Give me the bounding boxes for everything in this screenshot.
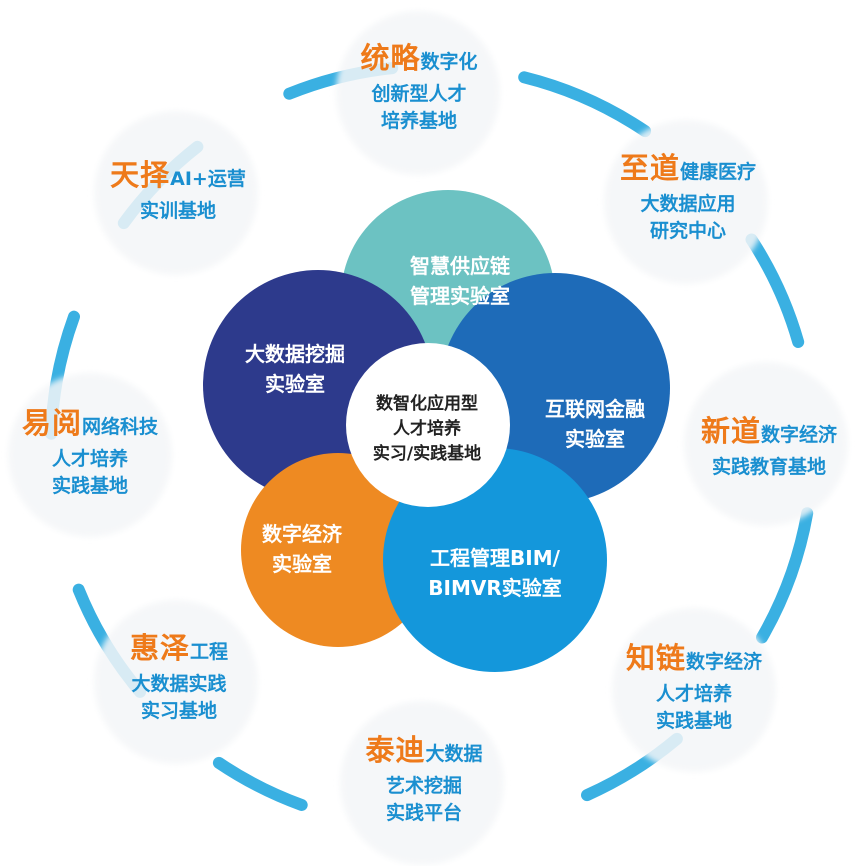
ring-arc bbox=[212, 756, 308, 811]
base-brand: 新道 bbox=[700, 414, 761, 448]
base-bg-circle bbox=[684, 362, 848, 526]
ring-arc bbox=[518, 71, 652, 138]
base-bg-circle bbox=[336, 11, 500, 175]
petal-label-supply: 智慧供应链 管理实验室 bbox=[385, 251, 535, 311]
base-line: 培养基地 bbox=[380, 110, 457, 132]
petal-economy-circle bbox=[241, 453, 435, 647]
base-desc: 网络科技 bbox=[82, 416, 159, 438]
petal-label-bigdata: 大数据挖掘 实验室 bbox=[220, 339, 370, 399]
petal-label-fintech: 互联网金融 实验室 bbox=[520, 394, 670, 454]
petal-line: 实验室 bbox=[272, 552, 332, 576]
base-desc: 工程 bbox=[190, 641, 229, 663]
base-line: 实践教育基地 bbox=[711, 456, 826, 478]
center-line: 数智化应用型 bbox=[376, 394, 478, 414]
petal-line: 实验室 bbox=[565, 427, 625, 451]
petal-label-economy: 数字经济 实验室 bbox=[237, 519, 367, 579]
ring-arc bbox=[745, 233, 805, 348]
petal-flower bbox=[203, 190, 670, 672]
base-line: 人才培养 bbox=[655, 683, 732, 705]
base-line: 实践基地 bbox=[51, 475, 128, 497]
center-line: 实习/实践基地 bbox=[372, 444, 482, 464]
base-node-taidi: 泰迪大数据 艺术挖掘 实践平台 bbox=[334, 732, 514, 827]
petal-line: 智慧供应链 bbox=[410, 254, 510, 278]
base-desc: AI+运营 bbox=[170, 168, 246, 190]
petal-line: BIMVR实验室 bbox=[428, 576, 562, 600]
base-line: 实习基地 bbox=[140, 700, 217, 722]
base-desc: 数字经济 bbox=[761, 424, 838, 446]
base-brand: 知链 bbox=[625, 641, 686, 675]
center-label: 数智化应用型 人才培养 实习/实践基地 bbox=[352, 392, 502, 467]
base-desc: 数字化 bbox=[420, 51, 478, 73]
petal-line: 工程管理BIM/ bbox=[430, 546, 560, 570]
base-bg-circle bbox=[340, 701, 504, 865]
base-bg-circle bbox=[94, 600, 258, 764]
base-node-xindao: 新道数字经济 实践教育基地 bbox=[679, 413, 859, 481]
base-desc: 健康医疗 bbox=[680, 161, 757, 183]
petal-line: 大数据挖掘 bbox=[245, 342, 345, 366]
base-line: 大数据应用 bbox=[640, 193, 736, 215]
base-line: 研究中心 bbox=[649, 220, 726, 242]
base-node-tonglue: 统略数字化 创新型人才 培养基地 bbox=[329, 40, 509, 135]
base-brand: 统略 bbox=[360, 41, 421, 75]
center-circle bbox=[346, 343, 510, 507]
base-line: 实践平台 bbox=[385, 802, 462, 824]
base-bg-circle bbox=[612, 608, 776, 772]
base-line: 人才培养 bbox=[51, 448, 128, 470]
base-node-huize: 惠泽工程 大数据实践 实习基地 bbox=[89, 630, 269, 725]
petal-line: 数字经济 bbox=[262, 522, 342, 546]
base-line: 大数据实践 bbox=[131, 673, 227, 695]
base-node-yiyue: 易阅网络科技 人才培养 实践基地 bbox=[0, 405, 180, 500]
base-line: 艺术挖掘 bbox=[385, 775, 462, 797]
center-line: 人才培养 bbox=[393, 419, 461, 439]
base-line: 创新型人才 bbox=[371, 83, 467, 105]
base-brand: 易阅 bbox=[21, 406, 82, 440]
base-bg-circle bbox=[8, 373, 172, 537]
petal-line: 实验室 bbox=[265, 372, 325, 396]
base-desc: 大数据 bbox=[425, 743, 483, 765]
base-brand: 惠泽 bbox=[129, 631, 190, 665]
base-desc: 数字经济 bbox=[686, 651, 763, 673]
base-bg-circle bbox=[94, 111, 258, 275]
base-brand: 至道 bbox=[619, 151, 680, 185]
base-bg-circle bbox=[604, 120, 768, 284]
base-line: 实训基地 bbox=[139, 200, 216, 222]
base-node-zhilian: 知链数字经济 人才培养 实践基地 bbox=[604, 640, 784, 735]
base-line: 实践基地 bbox=[655, 710, 732, 732]
petal-line: 管理实验室 bbox=[410, 284, 510, 308]
base-brand: 天择 bbox=[110, 158, 171, 192]
base-backgrounds bbox=[8, 11, 848, 865]
base-brand: 泰迪 bbox=[365, 733, 426, 767]
petal-label-bim: 工程管理BIM/ BIMVR实验室 bbox=[395, 543, 595, 603]
base-node-zhidao: 至道健康医疗 大数据应用 研究中心 bbox=[598, 150, 778, 245]
base-node-tianze: 天择AI+运营 实训基地 bbox=[88, 157, 268, 225]
petal-line: 互联网金融 bbox=[545, 397, 645, 421]
ring-arc bbox=[756, 507, 814, 644]
